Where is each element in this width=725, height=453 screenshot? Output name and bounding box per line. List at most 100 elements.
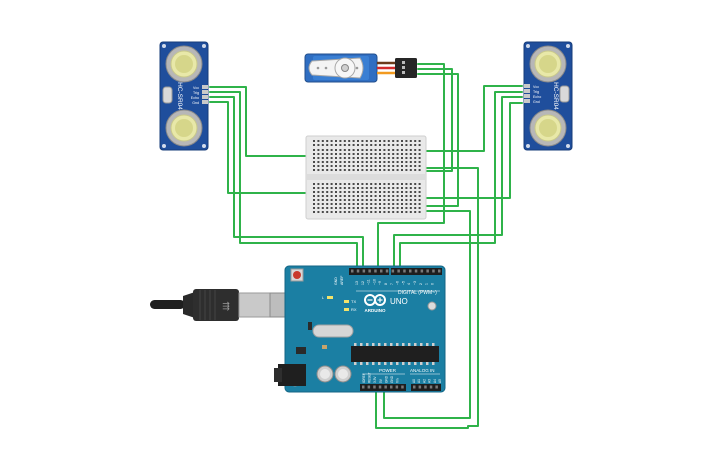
header-pin[interactable] — [373, 385, 376, 389]
breadboard-hole — [379, 144, 381, 146]
header-pin[interactable] — [424, 385, 427, 389]
wire-bb-gnd[interactable] — [383, 210, 471, 419]
header-pin[interactable] — [395, 385, 399, 389]
header-pin[interactable] — [374, 269, 377, 273]
breadboard-hole — [335, 183, 337, 185]
header-pin[interactable] — [378, 385, 382, 389]
breadboard-hole — [339, 140, 342, 142]
breadboard-hole — [414, 211, 417, 213]
breadboard-hole — [313, 195, 315, 197]
breadboard-hole — [405, 207, 408, 209]
header-pin[interactable] — [390, 385, 393, 389]
rx-label: RX — [351, 307, 357, 312]
breadboard-hole — [379, 165, 381, 167]
breadboard-hole — [401, 199, 403, 201]
ultrasonic-sensor-left[interactable]: HC-SR04 Vcc Trig Echo Gnd — [159, 41, 209, 151]
breadboard-hole — [379, 207, 381, 209]
wire-right-trig[interactable] — [399, 91, 523, 273]
wire-right-vcc[interactable] — [413, 85, 523, 152]
header-pin[interactable] — [432, 269, 435, 273]
header-pin[interactable] — [368, 269, 371, 273]
chip-pin — [372, 343, 375, 346]
header-pin[interactable] — [426, 269, 429, 273]
power-jack[interactable] — [274, 364, 306, 386]
breadboard-hole — [374, 195, 377, 197]
breadboard-hole — [418, 199, 421, 201]
header-pin[interactable] — [418, 385, 422, 389]
breadboard-hole — [361, 187, 364, 189]
usb-cable[interactable]: ⇶ — [150, 289, 301, 321]
breadboard-hole — [335, 161, 337, 163]
header-pin[interactable] — [384, 385, 387, 389]
wire-servo-vcc[interactable] — [413, 68, 453, 172]
header-pin[interactable] — [414, 269, 418, 273]
header-pin[interactable] — [429, 385, 433, 389]
chip-pin — [372, 362, 375, 365]
breadboard[interactable] — [305, 135, 427, 220]
wire-right-echo[interactable] — [393, 96, 523, 273]
aref-label: AREF — [340, 276, 344, 285]
header-pin[interactable] — [438, 269, 441, 273]
header-pin[interactable] — [356, 269, 360, 273]
chip-pin — [384, 343, 387, 346]
breadboard-hole — [370, 207, 373, 209]
breadboard-hole — [409, 153, 412, 155]
breadboard-hole — [370, 191, 373, 193]
breadboard-hole — [401, 169, 403, 171]
breadboard-hole — [321, 199, 324, 201]
wire-bb-5v[interactable] — [375, 167, 479, 429]
breadboard-hole — [396, 183, 399, 185]
breadboard-hole — [335, 153, 337, 155]
breadboard-hole — [365, 144, 368, 146]
header-pin[interactable] — [420, 269, 424, 273]
breadboard-hole — [339, 199, 342, 201]
header-pin[interactable] — [435, 385, 438, 389]
breadboard-hole — [396, 149, 399, 151]
breadboard-hole — [396, 157, 399, 159]
breadboard-hole — [387, 140, 390, 142]
header-pin[interactable] — [391, 269, 395, 273]
reset-button[interactable] — [290, 268, 304, 282]
servo-motor[interactable] — [304, 53, 417, 83]
analog-pin-label: A1 — [417, 379, 421, 383]
chip-pin — [414, 362, 417, 365]
breadboard-hole — [383, 203, 386, 205]
wire-left-trig[interactable] — [209, 91, 358, 273]
ultrasonic-sensor-right[interactable]: HC-SR04 Vcc Trig Echo Gnd — [523, 41, 573, 151]
breadboard-hole — [365, 165, 368, 167]
power-pin-label: RESET — [368, 372, 372, 383]
header-pin[interactable] — [409, 269, 412, 273]
header-pin[interactable] — [367, 385, 371, 389]
breadboard-hole — [418, 211, 421, 213]
header-pin[interactable] — [413, 385, 416, 389]
breadboard-hole — [374, 211, 377, 213]
breadboard-hole — [392, 153, 395, 155]
breadboard-hole — [379, 149, 381, 151]
breadboard-hole — [335, 207, 337, 209]
breadboard-hole — [326, 157, 329, 159]
header-pin[interactable] — [401, 385, 404, 389]
wire-right-gnd[interactable] — [413, 102, 523, 199]
header-pin[interactable] — [403, 269, 406, 273]
header-pin[interactable] — [397, 269, 400, 273]
header-pin[interactable] — [362, 385, 365, 389]
breadboard-hole — [330, 140, 333, 142]
breadboard-hole — [387, 169, 390, 171]
header-pin[interactable] — [362, 269, 366, 273]
wire-servo-gnd[interactable] — [413, 73, 459, 207]
breadboard-hole — [387, 161, 390, 163]
wire-left-echo[interactable] — [209, 96, 364, 273]
breadboard-hole — [414, 187, 417, 189]
wire-servo-signal[interactable] — [377, 63, 445, 273]
header-pin[interactable] — [385, 269, 389, 273]
breadboard-hole — [383, 157, 386, 159]
breadboard-hole — [361, 183, 364, 185]
breadboard-hole — [409, 183, 412, 185]
header-pin[interactable] — [380, 269, 383, 273]
analog-pin-label: A2 — [422, 379, 426, 383]
header-pin[interactable] — [351, 269, 354, 273]
breadboard-hole — [361, 161, 364, 163]
breadboard-hole — [387, 153, 390, 155]
